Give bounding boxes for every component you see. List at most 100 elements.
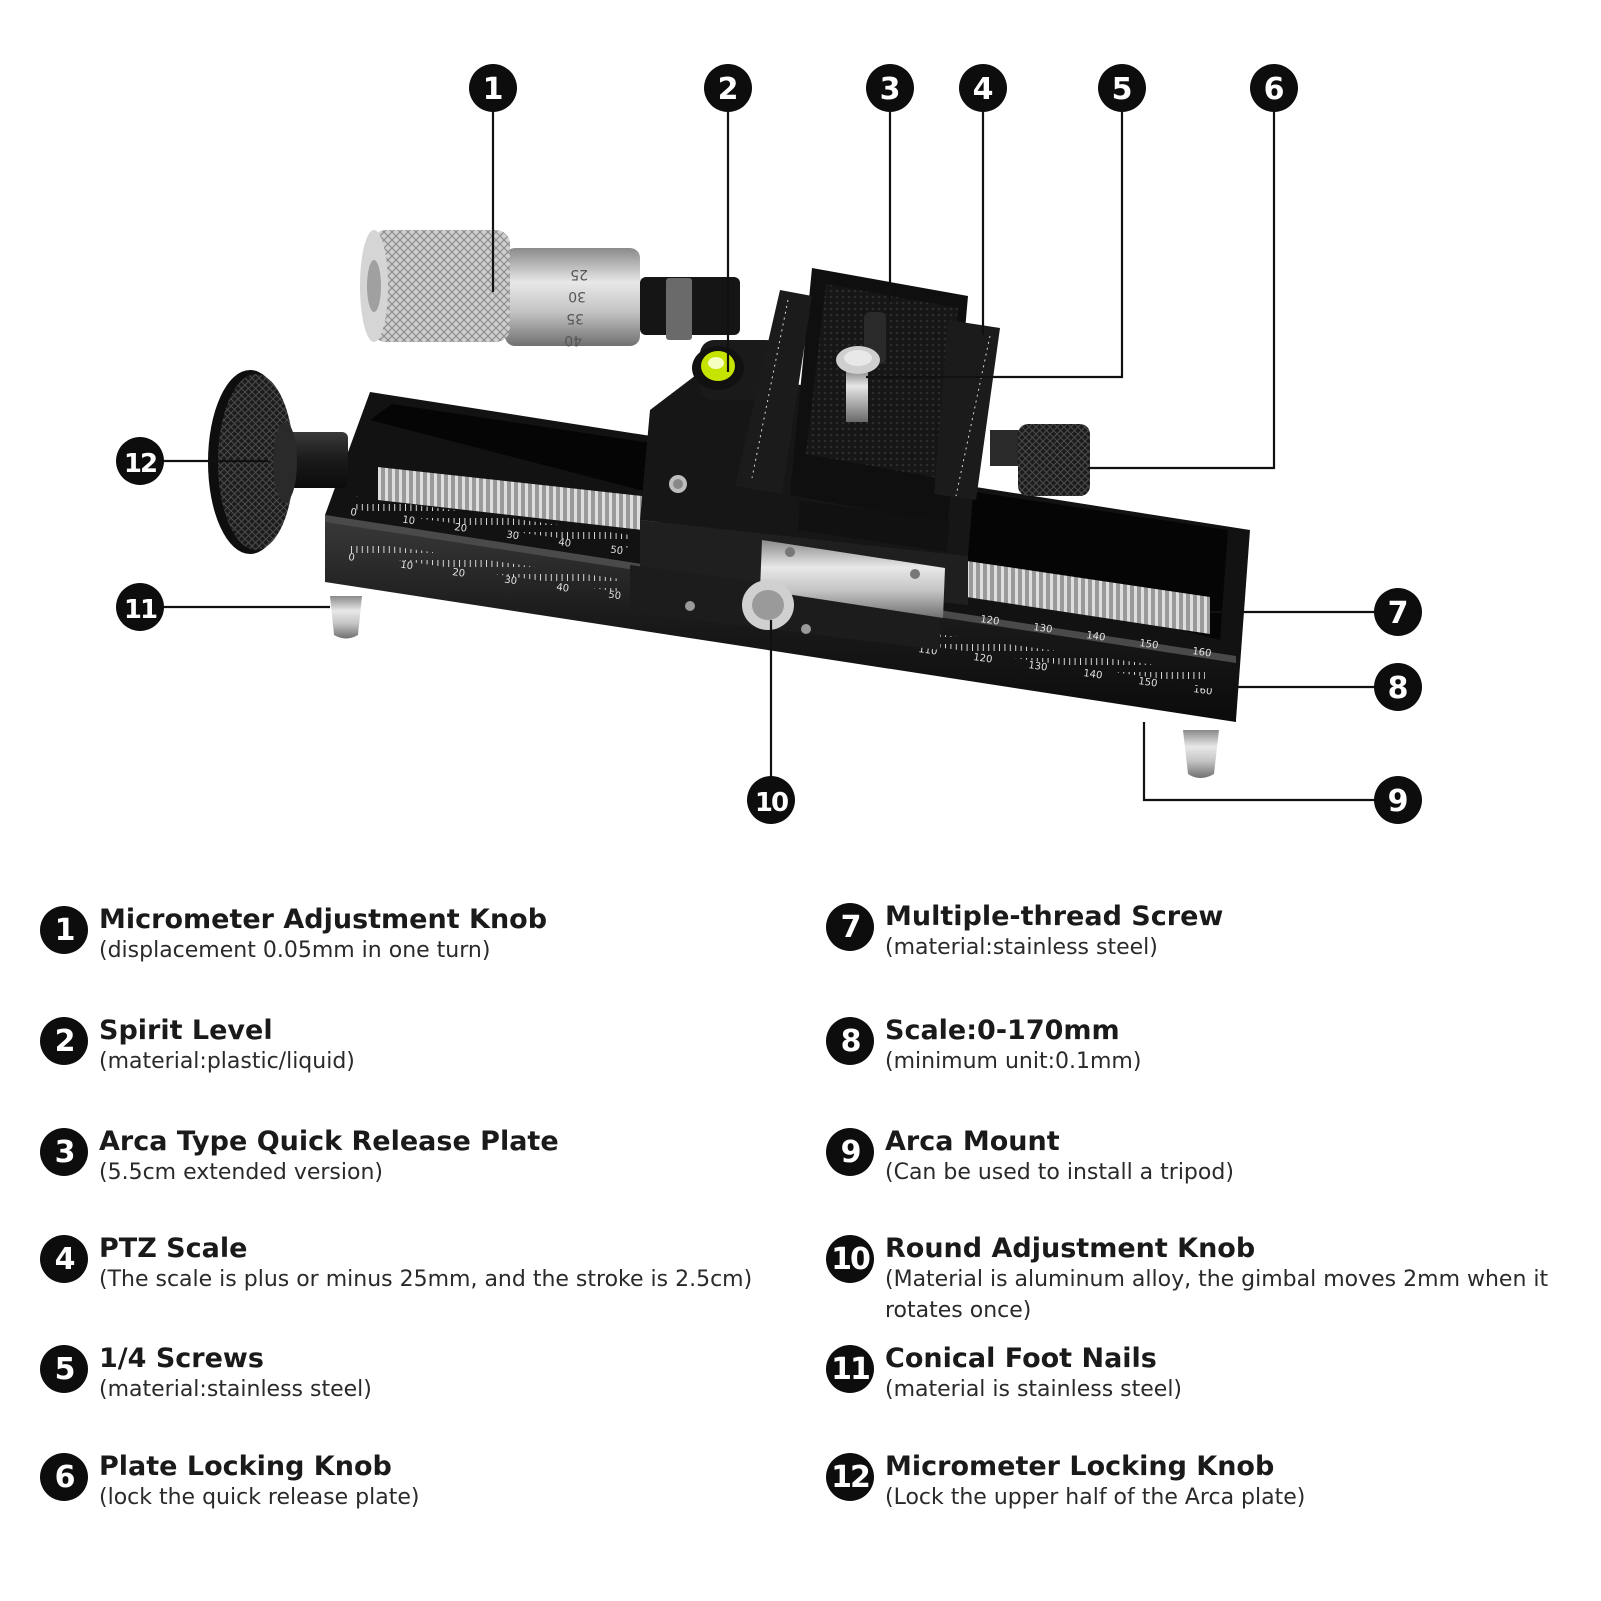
legend-item-12: 12 Micrometer Locking Knob (Lock the upp…: [826, 1451, 1550, 1513]
arca-quick-release-plate: [735, 268, 1000, 552]
scale-label: 120: [980, 614, 1000, 628]
callout-number: 5: [40, 1345, 88, 1393]
callout-number: 7: [826, 903, 874, 951]
scale-label: 40: [558, 537, 572, 550]
legend-title: Micrometer Locking Knob: [885, 1451, 1275, 1482]
legend-title: PTZ Scale: [99, 1233, 248, 1264]
scale-label: 50: [608, 590, 622, 603]
svg-text:9: 9: [1388, 784, 1409, 819]
callout-marker-9: 9: [1374, 776, 1422, 824]
scale-label: 0: [348, 552, 356, 564]
callout-marker-1: 1: [469, 64, 517, 112]
legend-item-4: 4 PTZ Scale (The scale is plus or minus …: [40, 1233, 752, 1295]
legend-item-11: 11 Conical Foot Nails (material is stain…: [826, 1343, 1550, 1405]
callout-number: 2: [40, 1017, 88, 1065]
svg-text:12: 12: [124, 449, 156, 479]
svg-text:5: 5: [1112, 72, 1133, 107]
legend-description: (material is stainless steel): [885, 1377, 1183, 1402]
scale-label: 130: [1033, 622, 1053, 636]
round-adjustment-knob: [742, 540, 945, 630]
legend-item-6: 6 Plate Locking Knob (lock the quick rel…: [40, 1451, 419, 1513]
legend-item-3: 3 Arca Type Quick Release Plate (5.5cm e…: [40, 1126, 559, 1188]
legend-description: (material:plastic/liquid): [99, 1049, 355, 1074]
legend-description: (The scale is plus or minus 25mm, and th…: [99, 1267, 753, 1292]
micrometer-scale-label: 40: [564, 332, 582, 348]
svg-text:6: 6: [1264, 72, 1285, 107]
scale-label: 40: [556, 582, 570, 595]
legend-description: (lock the quick release plate): [99, 1485, 420, 1510]
legend-item-9: 9 Arca Mount (Can be used to install a t…: [826, 1126, 1550, 1188]
legend-item-1: 1 Micrometer Adjustment Knob (displaceme…: [40, 904, 547, 966]
scale-label: 150: [1138, 676, 1158, 690]
legend-title: Spirit Level: [99, 1015, 273, 1046]
svg-text:3: 3: [880, 72, 901, 107]
scale-label: 130: [1028, 660, 1048, 674]
legend-title: Micrometer Adjustment Knob: [99, 904, 548, 935]
scale-label: 0: [350, 507, 358, 519]
callout-number: 11: [826, 1345, 874, 1393]
legend-description: (Lock the upper half of the Arca plate): [885, 1485, 1306, 1510]
scale-label: 30: [506, 530, 520, 543]
scale-label: 10: [402, 515, 416, 528]
callout-number: 6: [40, 1453, 88, 1501]
callout-marker-3: 3: [866, 64, 914, 112]
legend-description: (material:stainless steel): [99, 1377, 372, 1402]
legend-description: (Material is aluminum alloy, the gimbal …: [885, 1267, 1549, 1323]
legend-title: Arca Type Quick Release Plate: [99, 1126, 559, 1157]
scale-label: 120: [973, 652, 993, 666]
scale-label: 20: [452, 567, 466, 580]
legend-description: (Can be used to install a tripod): [885, 1160, 1234, 1185]
legend-description: (material:stainless steel): [885, 935, 1158, 960]
scale-label: 30: [504, 575, 518, 588]
callout-number: 8: [826, 1017, 874, 1065]
svg-text:10: 10: [755, 788, 788, 818]
legend-item-7: 7 Multiple-thread Screw (material:stainl…: [826, 901, 1550, 963]
svg-text:7: 7: [1388, 596, 1409, 631]
micrometer-scale-label: 30: [568, 288, 586, 304]
legend-description: (minimum unit:0.1mm): [885, 1049, 1142, 1074]
micrometer-scale-label: 35: [566, 310, 584, 326]
legend-title: Round Adjustment Knob: [885, 1233, 1256, 1264]
scale-label: 20: [454, 522, 468, 535]
callout-number: 1: [40, 906, 88, 954]
scale-label: 50: [610, 545, 624, 558]
legend-item-2: 2 Spirit Level (material:plastic/liquid): [40, 1015, 355, 1077]
legend-item-5: 5 1/4 Screws (material:stainless steel): [40, 1343, 372, 1405]
callout-marker-5: 5: [1098, 64, 1146, 112]
legend-description: (5.5cm extended version): [99, 1160, 383, 1185]
conical-foot-nail-right: [1183, 730, 1219, 778]
callout-number: 12: [826, 1453, 874, 1501]
callout-marker-10: 10: [747, 776, 795, 824]
legend-item-10: 10 Round Adjustment Knob (Material is al…: [826, 1233, 1550, 1326]
callout-marker-4: 4: [959, 64, 1007, 112]
legend-item-8: 8 Scale:0-170mm (minimum unit:0.1mm): [826, 1015, 1550, 1077]
svg-text:8: 8: [1388, 671, 1409, 706]
svg-text:2: 2: [718, 72, 739, 107]
callout-marker-7: 7: [1374, 588, 1422, 636]
legend-title: Multiple-thread Screw: [885, 901, 1224, 932]
legend-title: 1/4 Screws: [99, 1343, 264, 1374]
callout-number: 10: [826, 1235, 874, 1283]
legend-title: Arca Mount: [885, 1126, 1060, 1157]
quarter-inch-screw: [836, 312, 886, 422]
svg-text:1: 1: [483, 72, 504, 107]
callout-number: 9: [826, 1128, 874, 1176]
scale-label: 140: [1086, 630, 1106, 644]
callout-marker-12: 12: [116, 437, 164, 485]
svg-text:4: 4: [973, 72, 994, 107]
scale-label: 140: [1083, 668, 1103, 682]
conical-foot-nail-left: [330, 596, 362, 639]
legend-title: Conical Foot Nails: [885, 1343, 1157, 1374]
callout-marker-8: 8: [1374, 663, 1422, 711]
plate-locking-knob: [990, 424, 1090, 496]
callout-number: 4: [40, 1235, 88, 1283]
scale-label: 10: [400, 560, 414, 573]
legend-description: (displacement 0.05mm in one turn): [99, 938, 491, 963]
scale-label: 160: [1192, 646, 1212, 660]
legend-title: Plate Locking Knob: [99, 1451, 392, 1482]
